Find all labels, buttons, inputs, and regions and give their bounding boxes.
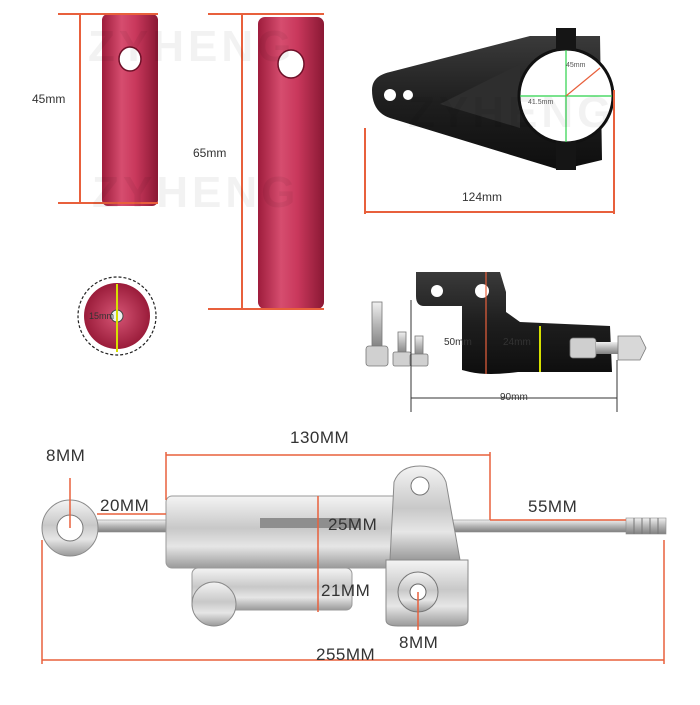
black-bracket bbox=[416, 272, 647, 374]
watermark: ZYHENG bbox=[92, 168, 300, 217]
damper-rod-length-label: 55MM bbox=[528, 497, 578, 516]
bracket-height-label: 50mm bbox=[444, 337, 472, 348]
bolt-set bbox=[365, 301, 429, 367]
tube-end-view bbox=[77, 276, 157, 356]
clamp-inner-label-1: 41.5mm bbox=[528, 99, 554, 106]
long-tube-height-label: 65mm bbox=[193, 146, 227, 160]
damper-mount-eye-label: 8MM bbox=[399, 633, 439, 652]
short-red-tube bbox=[102, 14, 158, 206]
clamp-inner-label-2: 45mm bbox=[566, 62, 586, 69]
damper-end-eye-label: 8MM bbox=[46, 446, 86, 465]
short-tube-dimension-line bbox=[58, 13, 158, 204]
clamp-dimension-line bbox=[364, 90, 615, 214]
bracket-width-label: 90mm bbox=[500, 392, 528, 403]
damper-body-diameter-label: 25MM bbox=[328, 515, 378, 534]
damper-mount-offset-label: 21MM bbox=[321, 581, 371, 600]
watermark: ZYHENG bbox=[88, 22, 296, 71]
damper-stroke-label: 130MM bbox=[290, 428, 350, 447]
long-red-tube bbox=[258, 17, 324, 309]
bracket-dimension-line bbox=[410, 300, 618, 412]
short-tube-height-label: 45mm bbox=[32, 92, 66, 106]
watermark: ZYHENG bbox=[408, 88, 616, 137]
damper-dimension-lines bbox=[41, 452, 665, 664]
bore-diameter-label: 15mm bbox=[89, 311, 115, 321]
long-tube-dimension-line bbox=[208, 13, 324, 310]
clamp-width-label: 124mm bbox=[462, 190, 503, 204]
steering-damper bbox=[41, 465, 667, 627]
black-clamp bbox=[372, 28, 615, 170]
bracket-slot-label: 24mm bbox=[503, 337, 531, 348]
damper-total-length-label: 255MM bbox=[316, 645, 376, 664]
damper-body-offset-label: 20MM bbox=[100, 496, 150, 515]
